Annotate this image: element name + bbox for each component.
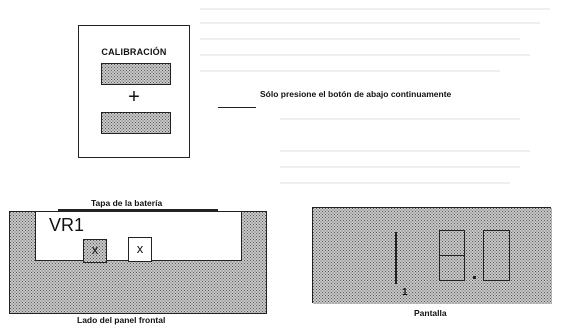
decimal-point-icon [473, 276, 476, 279]
display-caption: Pantalla [414, 308, 447, 318]
battery-cover-label: Tapa de la batería [91, 198, 163, 208]
front-panel-side: VR1 x x [9, 211, 267, 314]
instruction-pointer-line [218, 107, 256, 108]
calibration-label: CALIBRACIÓN [101, 47, 167, 57]
display-reading [313, 208, 552, 304]
trim-pot-left-icon [83, 239, 107, 263]
trim-right-mark: x [128, 237, 152, 262]
trim-left-mark: x [91, 242, 99, 257]
digit-eight-top-icon [439, 230, 465, 256]
calibration-up-button[interactable] [101, 63, 171, 85]
calibration-down-button[interactable] [101, 112, 171, 134]
calibration-panel: CALIBRACIÓN + [78, 25, 190, 158]
battery-cover [58, 209, 218, 212]
display-subscript: 1 [402, 287, 408, 298]
vr1-label: VR1 [49, 215, 85, 235]
digit-eight-bottom-icon [439, 255, 465, 281]
digit-zero-icon [483, 230, 510, 281]
front-panel-caption: Lado del panel frontal [77, 315, 166, 325]
plus-icon: + [128, 86, 140, 108]
digit-one-icon [395, 232, 397, 284]
display-panel: 1 [312, 207, 552, 304]
instruction-text: Sólo presione el botón de abajo continua… [260, 89, 452, 99]
